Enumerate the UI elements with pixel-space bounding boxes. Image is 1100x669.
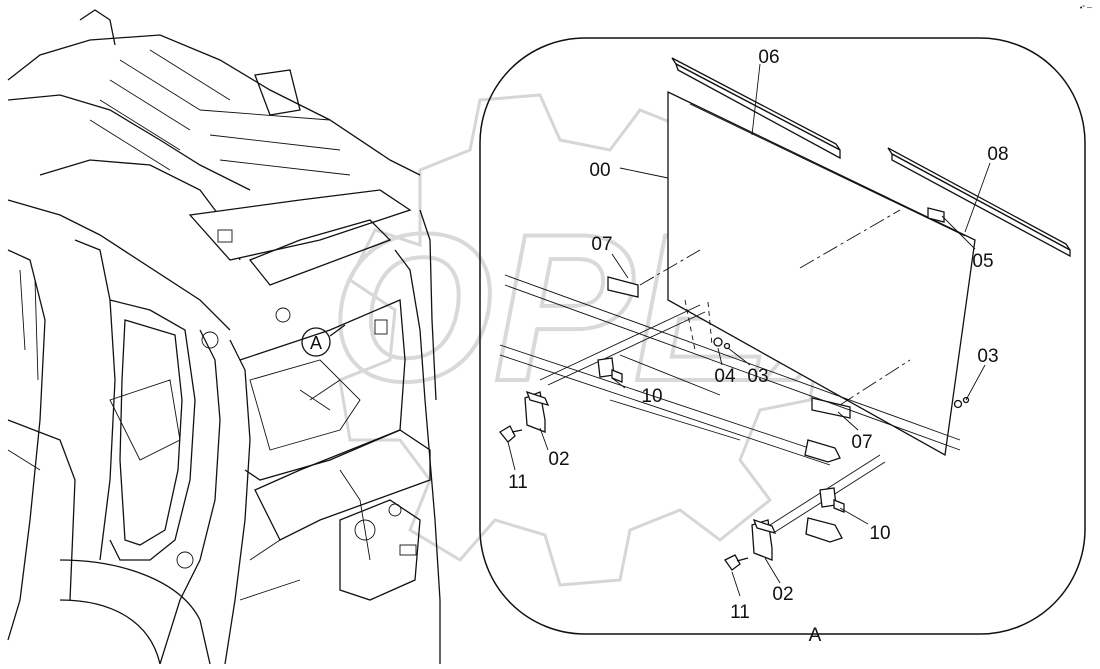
glass-panel <box>667 90 976 457</box>
callout-05: 05 <box>972 251 993 272</box>
callout-11-right: 11 <box>730 602 750 623</box>
cab-overview: A <box>7 9 441 665</box>
pad-upper-right <box>927 207 945 223</box>
callout-02-right: 02 <box>772 584 793 605</box>
callout-04: 04 <box>714 366 736 387</box>
knob-right <box>724 554 741 571</box>
watermark-gear <box>338 93 822 587</box>
callout-03-right: 03 <box>977 346 998 367</box>
detail-view-label: A <box>809 625 822 646</box>
callout-07-upper: 07 <box>591 234 612 255</box>
callout-11-left: 11 <box>508 472 528 493</box>
corner-mark: •° ─ <box>1080 4 1092 12</box>
callout-03-center: 03 <box>747 366 768 387</box>
knob-left <box>499 425 516 443</box>
leader-lines <box>507 63 991 635</box>
callout-08: 08 <box>987 144 1008 165</box>
view-marker-circle <box>301 327 331 357</box>
detail-view-parts <box>499 57 1071 571</box>
callout-02-left: 02 <box>548 449 569 470</box>
callout-10-upper: 10 <box>641 386 662 407</box>
callout-10-lower: 10 <box>869 523 890 544</box>
pad-lower-right <box>811 397 851 419</box>
callout-07-lower: 07 <box>851 432 872 453</box>
view-marker-label: A <box>310 333 322 353</box>
pad-upper-left <box>607 276 639 298</box>
callout-00: 00 <box>589 160 610 181</box>
callouts: 06 08 00 07 05 03 04 03 10 02 11 07 10 0… <box>508 47 1008 646</box>
callout-06: 06 <box>758 47 779 68</box>
